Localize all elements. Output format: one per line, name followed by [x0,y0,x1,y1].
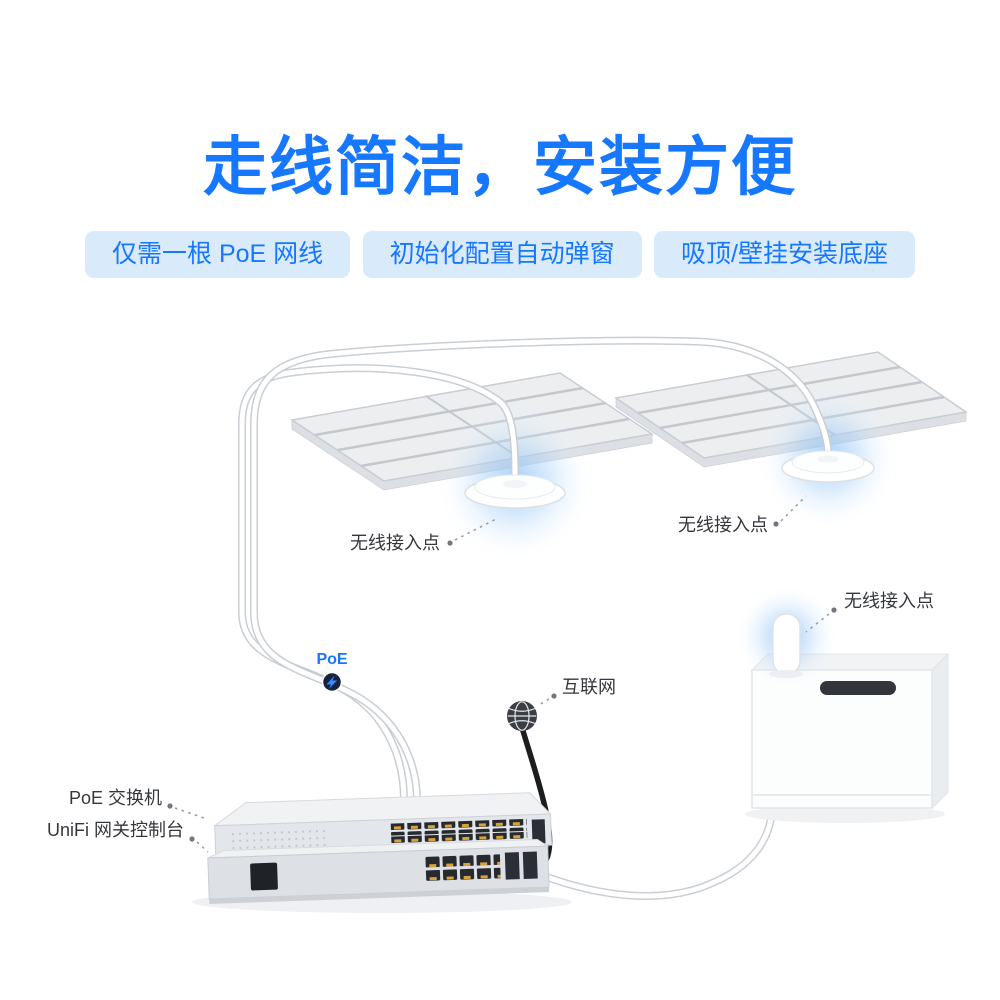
poe-switch-callout: PoE 交换机 [69,788,205,819]
gateway-label: UniFi 网关控制台 [47,820,184,840]
ap-right-label: 无线接入点 [678,515,768,535]
internet-callout: 互联网 [536,677,616,707]
feature-pills: 仅需一根 PoE 网线 初始化配置自动弹窗 吸顶/壁挂安装底座 [85,231,915,278]
feature-pill-mount-base: 吸顶/壁挂安装底座 [654,231,915,278]
gateway-callout: UniFi 网关控制台 [47,820,209,853]
ap-right-callout: 无线接入点 [678,495,807,535]
cable-loop-to-desktop-ap [544,800,772,896]
access-point-left [464,474,566,509]
feature-pill-poe-cable: 仅需一根 PoE 网线 [85,231,351,278]
poe-lightning-icon [321,671,343,693]
gateway-device [207,838,550,904]
access-point-right [781,450,875,483]
page-title: 走线简洁，安装方便 [203,131,797,203]
desktop-access-point [769,613,803,678]
ap-left-label: 无线接入点 [350,533,440,553]
ap-desktop-label: 无线接入点 [844,591,934,611]
poe-switch-label: PoE 交换机 [69,788,162,808]
internet-globe-icon [507,701,537,731]
feature-pill-auto-setup: 初始化配置自动弹窗 [362,231,642,278]
poe-label: PoE [316,651,347,668]
cabinet-handle-slot [820,681,896,695]
gateway-display [250,862,278,891]
internet-label: 互联网 [562,677,616,697]
ap-desktop-callout: 无线接入点 [805,591,934,633]
ap-left-callout: 无线接入点 [350,517,499,553]
